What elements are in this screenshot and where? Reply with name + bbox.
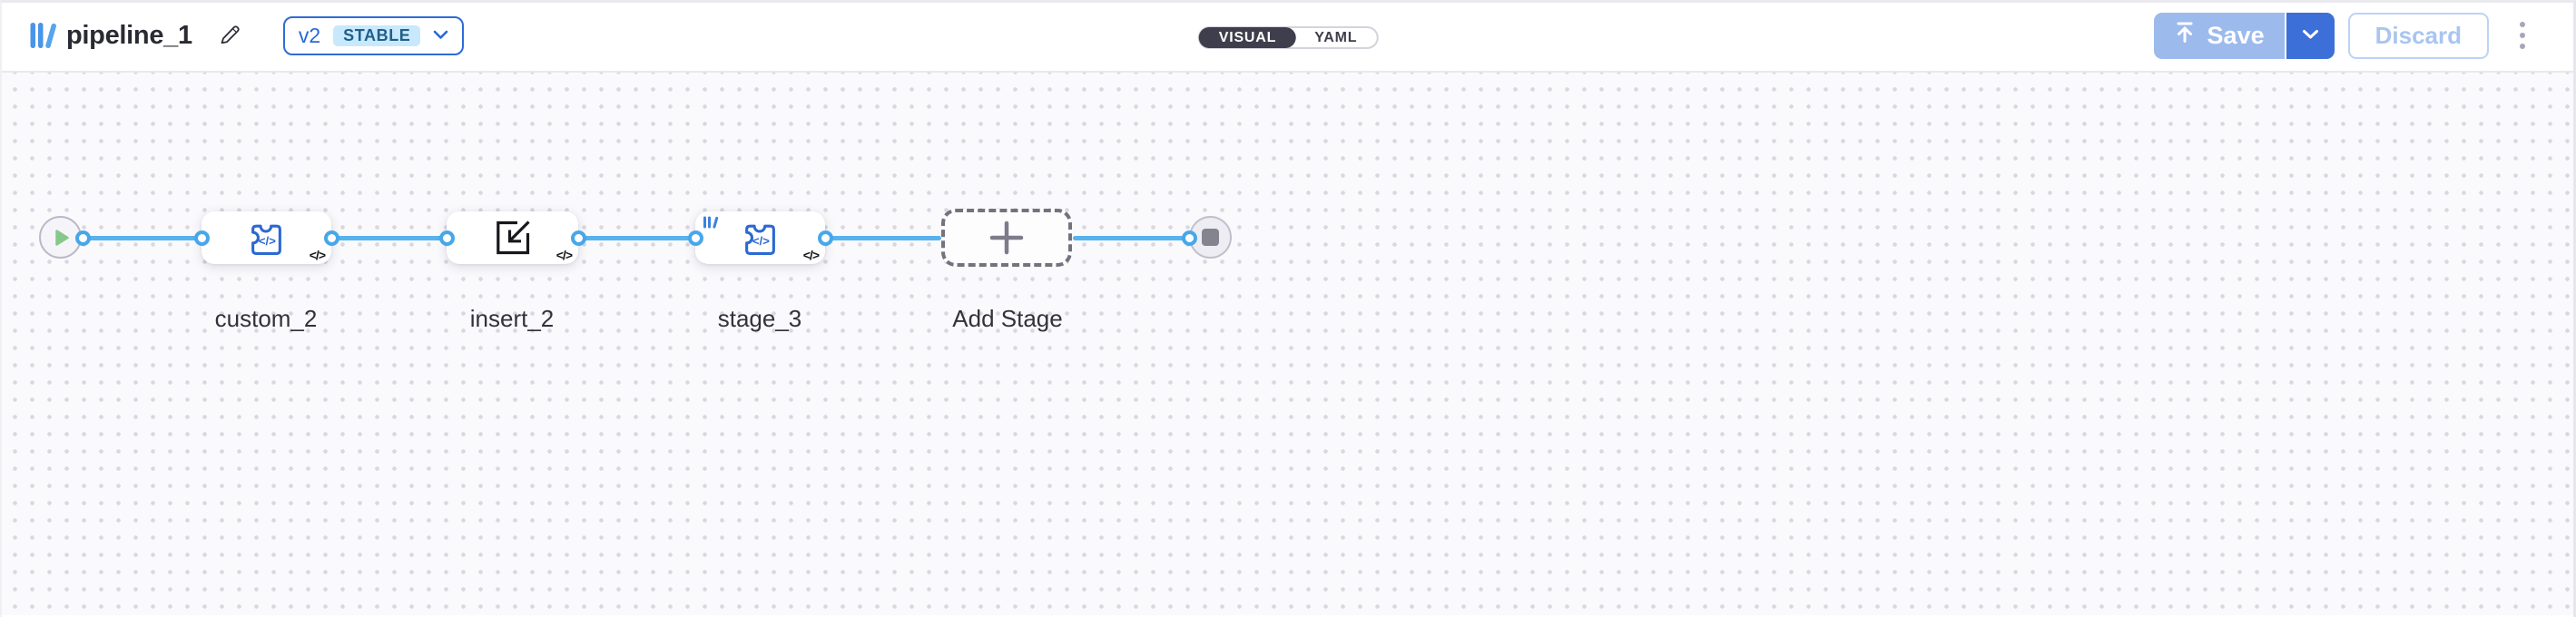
import-icon xyxy=(493,218,533,258)
port-insert2-in[interactable] xyxy=(439,230,455,246)
edge-addstage-end xyxy=(1073,236,1189,240)
library-bars-icon xyxy=(703,216,719,234)
edge-start-custom2 xyxy=(83,236,202,240)
stage-label-stage-3: stage_3 xyxy=(717,305,802,332)
stage-node-insert-2[interactable]: </> xyxy=(447,211,578,264)
pipeline-end-node[interactable] xyxy=(1189,216,1232,259)
port-start-out[interactable] xyxy=(75,230,91,246)
plus-icon xyxy=(988,219,1026,257)
port-stage3-in[interactable] xyxy=(688,230,703,246)
edge-stage3-addstage xyxy=(825,236,941,240)
add-stage-node[interactable] xyxy=(941,209,1072,267)
pipeline-canvas[interactable]: </> </> </> xyxy=(0,73,2576,615)
stage-label-custom-2: custom_2 xyxy=(214,305,318,332)
save-button[interactable]: Save xyxy=(2153,12,2285,59)
header-bar: pipeline_1 v2 STABLE VISUAL YAML xyxy=(0,0,2576,73)
add-stage-label: Add Stage xyxy=(952,305,1063,332)
header-actions: Save Discard xyxy=(2153,12,2531,59)
tab-visual[interactable]: VISUAL xyxy=(1198,27,1297,48)
chevron-down-icon xyxy=(2302,29,2319,43)
save-button-label: Save xyxy=(2207,21,2265,49)
save-options-button[interactable] xyxy=(2284,12,2335,59)
stop-icon xyxy=(1202,229,1219,246)
chevron-down-icon xyxy=(433,29,448,43)
version-label: v2 xyxy=(298,23,321,47)
pencil-icon xyxy=(217,22,242,50)
port-stage3-out[interactable] xyxy=(818,230,833,246)
port-insert2-out[interactable] xyxy=(571,230,586,246)
status-badge: STABLE xyxy=(333,24,421,46)
port-custom2-in[interactable] xyxy=(194,230,210,246)
stage-node-stage-3[interactable]: </> </> xyxy=(695,211,825,264)
kebab-menu-icon xyxy=(2520,22,2525,49)
upload-arrow-icon xyxy=(2174,21,2196,50)
code-icon: </> xyxy=(802,248,820,262)
tab-yaml[interactable]: YAML xyxy=(1295,28,1376,47)
view-mode-toggle: VISUAL YAML xyxy=(1197,26,1379,49)
port-end-in[interactable] xyxy=(1182,230,1197,246)
port-custom2-out[interactable] xyxy=(324,230,339,246)
more-options-button[interactable] xyxy=(2514,16,2531,54)
edit-title-button[interactable] xyxy=(214,20,245,51)
play-icon xyxy=(54,229,70,247)
discard-button[interactable]: Discard xyxy=(2347,12,2489,59)
svg-text:</>: </> xyxy=(752,234,770,248)
stage-label-insert-2: insert_2 xyxy=(469,305,555,332)
version-selector[interactable]: v2 STABLE xyxy=(282,15,465,55)
page-title: pipeline_1 xyxy=(66,20,192,50)
edge-insert2-stage3 xyxy=(578,236,695,240)
save-split-button: Save xyxy=(2153,12,2335,59)
edge-custom2-insert2 xyxy=(331,236,447,240)
puzzle-code-icon: </> xyxy=(742,220,779,257)
puzzle-code-icon: </> xyxy=(248,220,285,257)
library-bars-icon xyxy=(29,21,56,50)
code-icon: </> xyxy=(309,248,326,262)
code-icon: </> xyxy=(556,248,573,262)
svg-text:</>: </> xyxy=(259,234,276,248)
stage-node-custom-2[interactable]: </> </> xyxy=(202,211,331,264)
